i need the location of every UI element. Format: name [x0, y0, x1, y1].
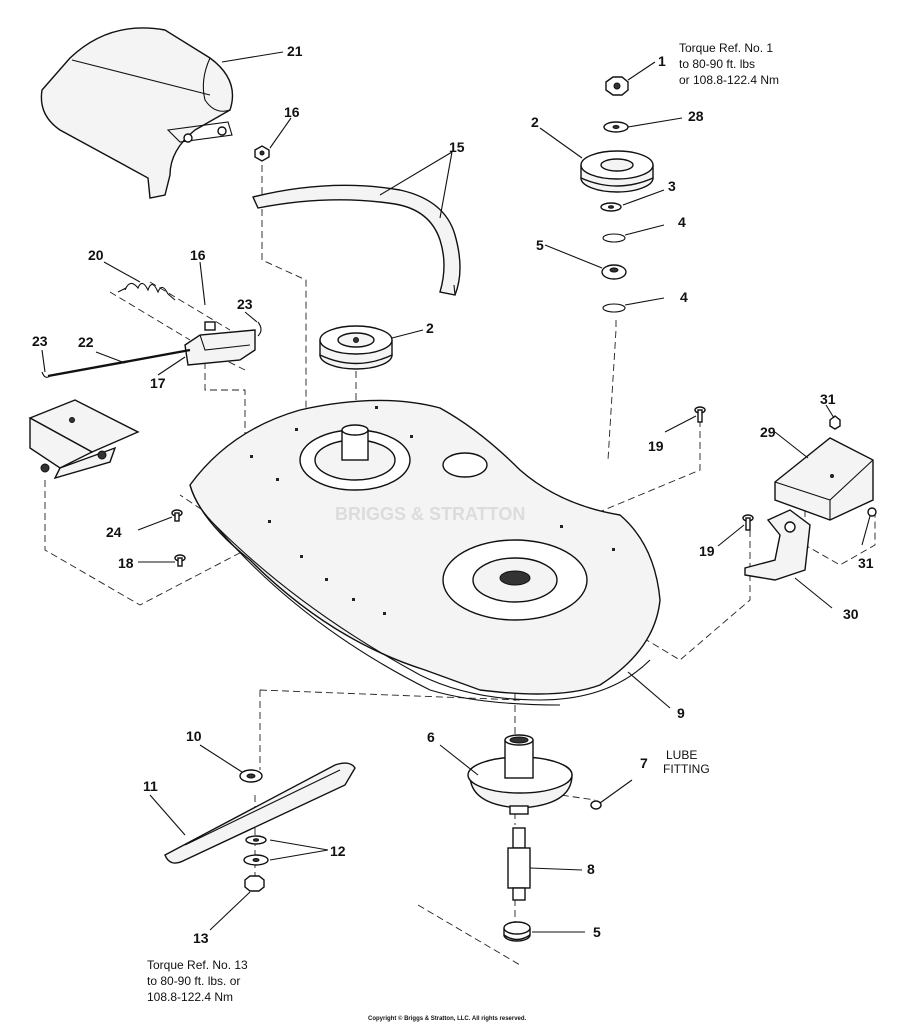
- callout-23: 23: [237, 296, 253, 312]
- torque-note-bottom: Torque Ref. No. 13 to 80-90 ft. lbs. or …: [147, 958, 248, 1004]
- copyright: Copyright © Briggs & Stratton, LLC. All …: [368, 1015, 527, 1022]
- callout-13: 13: [193, 930, 209, 946]
- nut-16-top: [254, 145, 270, 162]
- callout-8: 8: [587, 861, 595, 877]
- deck-pulley: [319, 325, 393, 370]
- callout-19: 19: [699, 543, 715, 559]
- left-guard-plate: [28, 399, 140, 480]
- callout-16: 16: [284, 104, 300, 120]
- callout-7: 7: [640, 755, 648, 771]
- callout-15: 15: [449, 139, 465, 155]
- torque-note-top-line3: or 108.8-122.4 Nm: [679, 73, 779, 87]
- torque-note-top: Torque Ref. No. 1 to 80-90 ft. lbs or 10…: [679, 41, 779, 87]
- mower-deck: BRIGGS & STRATTON: [189, 399, 661, 706]
- callout-24: 24: [106, 524, 122, 540]
- callout-1: 1: [658, 53, 666, 69]
- callout-16: 16: [190, 247, 206, 263]
- spring: [117, 282, 176, 301]
- lube-note-line2: FITTING: [663, 762, 710, 776]
- torque-note-bottom-line1: Torque Ref. No. 13: [147, 958, 248, 972]
- callout-3: 3: [668, 178, 676, 194]
- callout-18: 18: [118, 555, 134, 571]
- callout-28: 28: [688, 108, 704, 124]
- callout-30: 30: [843, 606, 859, 622]
- callout-29: 29: [760, 424, 776, 440]
- callout-5: 5: [593, 924, 601, 940]
- callout-9: 9: [677, 705, 685, 721]
- callout-10: 10: [186, 728, 202, 744]
- callout-19: 19: [648, 438, 664, 454]
- callout-22: 22: [78, 334, 94, 350]
- spindle-lower-assembly: [467, 734, 602, 942]
- torque-note-bottom-line2: to 80-90 ft. lbs. or: [147, 974, 240, 988]
- discharge-chute: [40, 27, 234, 199]
- callout-31: 31: [858, 555, 874, 571]
- torque-note-bottom-line3: 108.8-122.4 Nm: [147, 990, 233, 1004]
- bracket-assembly: [41, 321, 262, 378]
- bolts: [171, 406, 754, 567]
- lube-fitting-note: LUBE FITTING: [663, 748, 710, 776]
- callout-17: 17: [150, 375, 166, 391]
- callout-21: 21: [287, 43, 303, 59]
- callout-12: 12: [330, 843, 346, 859]
- blade-assembly: [164, 762, 356, 892]
- callout-2: 2: [426, 320, 434, 336]
- callout-4: 4: [680, 289, 688, 305]
- callout-23: 23: [32, 333, 48, 349]
- leader-lines: [41, 51, 871, 933]
- callout-6: 6: [427, 729, 435, 745]
- lube-note-line1: LUBE: [666, 748, 697, 762]
- torque-note-top-line2: to 80-90 ft. lbs: [679, 57, 755, 71]
- callout-11: 11: [143, 778, 158, 794]
- callout-20: 20: [88, 247, 104, 263]
- belt-keeper: [252, 184, 461, 296]
- callout-2: 2: [531, 114, 539, 130]
- torque-note-top-line1: Torque Ref. No. 1: [679, 41, 773, 55]
- right-cover-assembly: [744, 415, 877, 581]
- callout-numbers: 21 16 15 20 16 23 23 22 17 2 1 28 2 3 4 …: [32, 43, 874, 946]
- callout-31: 31: [820, 391, 836, 407]
- alignment-lines: [44, 165, 876, 966]
- callout-5: 5: [536, 237, 544, 253]
- callout-4: 4: [678, 214, 686, 230]
- spindle-stack: [580, 76, 654, 313]
- watermark: BRIGGS & STRATTON: [335, 504, 525, 524]
